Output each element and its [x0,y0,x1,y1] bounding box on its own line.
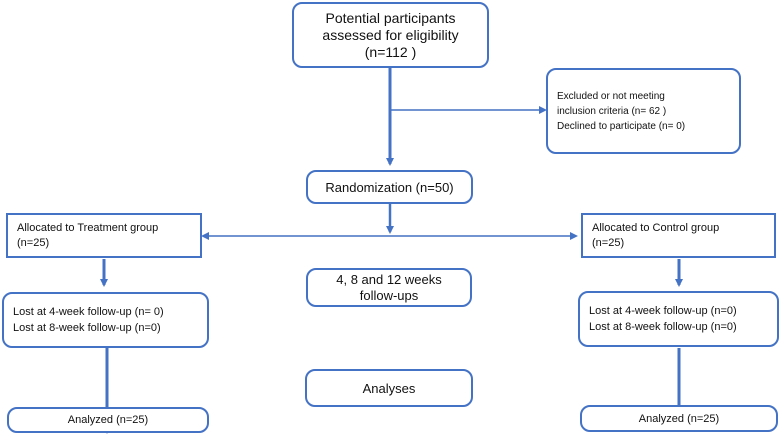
treatment-allocated-box: Allocated to Treatment group (n=25) [6,213,202,258]
treatment-analyzed-label: Analyzed (n=25) [67,414,149,426]
eligibility-line-3: (n=112 ) [364,43,417,60]
analyses-label: Analyses [362,380,416,396]
excluded-box: Excluded or not meeting inclusion criter… [546,68,741,154]
excluded-line-2: inclusion criteria (n= 62 ) [557,105,667,117]
followups-box: 4, 8 and 12 weeks follow-ups [306,268,472,307]
excluded-line-1: Excluded or not meeting [557,90,665,102]
treatment-lost-line-1: Lost at 4-week follow-up (n= 0) [13,306,164,318]
treatment-lost-line-2: Lost at 8-week follow-up (n=0) [13,322,161,334]
excluded-line-3: Declined to participate (n= 0) [557,120,686,132]
control-allocated-line-1: Allocated to Control group [592,221,720,234]
control-allocated-line-2: (n=25) [592,236,625,249]
control-allocated-box: Allocated to Control group (n=25) [581,213,776,258]
control-lost-line-2: Lost at 8-week follow-up (n=0) [589,321,737,333]
treatment-allocated-line-1: Allocated to Treatment group [17,221,159,234]
analyses-box: Analyses [305,369,473,407]
treatment-analyzed-box: Analyzed (n=25) [7,407,209,433]
followups-line-2: follow-ups [359,287,419,303]
control-analyzed-box: Analyzed (n=25) [580,405,778,432]
randomization-label: Randomization (n=50) [325,179,454,195]
treatment-lost-box: Lost at 4-week follow-up (n= 0) Lost at … [2,292,209,348]
treatment-allocated-line-2: (n=25) [17,236,50,249]
followups-line-1: 4, 8 and 12 weeks [336,271,442,287]
control-analyzed-label: Analyzed (n=25) [638,412,720,425]
eligibility-line-2: assessed for eligibility [322,26,459,43]
randomization-box: Randomization (n=50) [306,170,473,204]
eligibility-line-1: Potential participants [325,9,456,26]
control-lost-line-1: Lost at 4-week follow-up (n=0) [589,305,737,317]
control-lost-box: Lost at 4-week follow-up (n=0) Lost at 8… [578,291,779,347]
eligibility-box: Potential participants assessed for elig… [292,2,489,68]
